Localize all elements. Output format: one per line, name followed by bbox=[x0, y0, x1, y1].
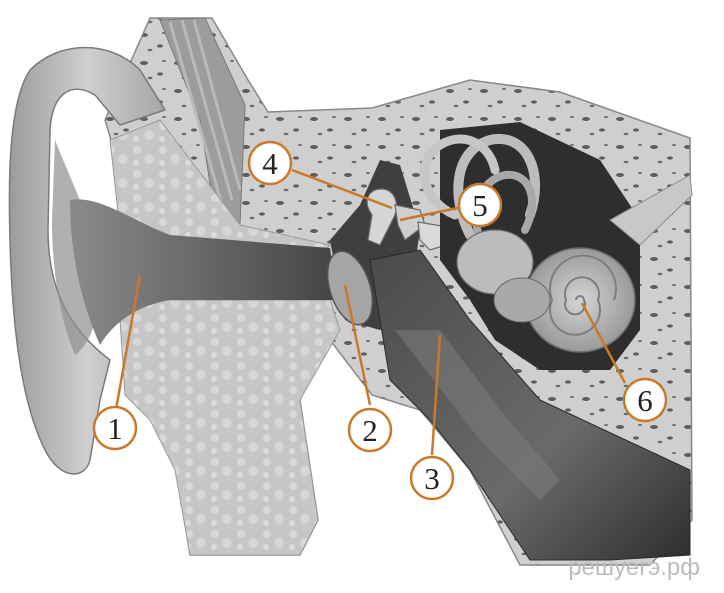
eustachian-tube bbox=[369, 249, 691, 561]
external-auditory-canal bbox=[70, 199, 338, 345]
leader-line-2 bbox=[343, 284, 372, 406]
malleus bbox=[366, 188, 397, 246]
callout-circle bbox=[347, 407, 393, 453]
callout-circle bbox=[409, 455, 455, 501]
muscle-fibers bbox=[168, 19, 242, 206]
callout-label-1: 1 bbox=[107, 411, 123, 446]
callout-label-6: 6 bbox=[637, 383, 653, 418]
leader-line-6 bbox=[580, 302, 627, 384]
stapes bbox=[417, 221, 447, 251]
leader-line-3 bbox=[430, 334, 442, 456]
watermark: решуегэ.рф bbox=[568, 554, 700, 581]
callout-label-4: 4 bbox=[262, 146, 278, 181]
callout-5: 5 bbox=[457, 182, 503, 228]
callout-4: 4 bbox=[247, 140, 293, 186]
auricle bbox=[8, 46, 167, 475]
callout-circle bbox=[622, 377, 668, 423]
auditory-nerve bbox=[609, 174, 693, 246]
callout-1: 1 bbox=[92, 405, 138, 451]
callout-label-3: 3 bbox=[424, 461, 440, 496]
leader-lines bbox=[113, 168, 627, 456]
callout-3: 3 bbox=[409, 455, 455, 501]
leader-line-1 bbox=[113, 274, 142, 416]
leader-line-5 bbox=[399, 205, 463, 222]
callout-2: 2 bbox=[347, 407, 393, 453]
leader-line-4 bbox=[291, 168, 393, 210]
callout-label-5: 5 bbox=[472, 188, 488, 223]
callout-circle bbox=[247, 140, 293, 186]
cochlea bbox=[493, 247, 636, 353]
tympanic-membrane bbox=[326, 250, 374, 326]
spongy-bone-lower bbox=[119, 299, 341, 556]
callout-circle bbox=[457, 182, 503, 228]
incus bbox=[394, 204, 426, 241]
callout-circle bbox=[92, 405, 138, 451]
callout-6: 6 bbox=[622, 377, 668, 423]
callout-label-2: 2 bbox=[362, 413, 378, 448]
